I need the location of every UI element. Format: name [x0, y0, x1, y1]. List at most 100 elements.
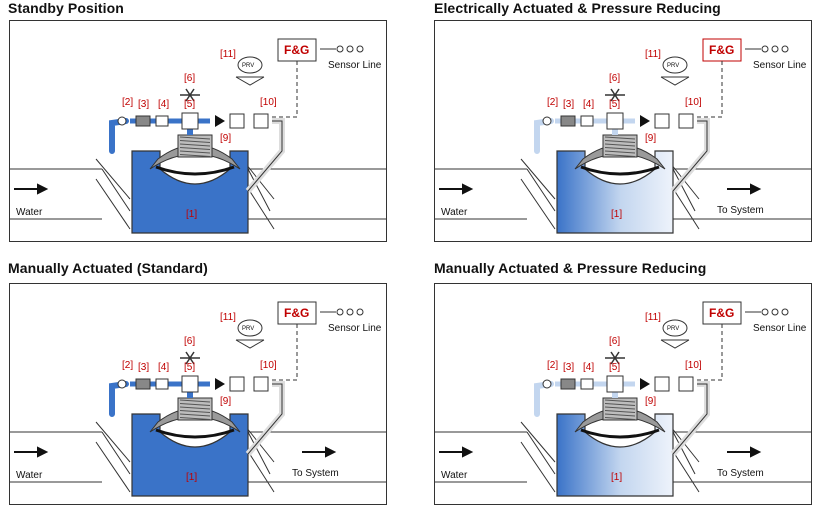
spring-coil: [604, 406, 636, 410]
to-system-label: To System: [292, 468, 339, 479]
panel-title-manual-pressure-reducing: Manually Actuated & Pressure Reducing: [434, 260, 707, 276]
spring-coil: [179, 147, 211, 150]
spring-coil: [604, 399, 636, 403]
callout-p4: [4]: [583, 99, 594, 110]
spring-coil: [604, 143, 636, 147]
prv-label: PRV: [667, 326, 679, 332]
solenoid-10: [253, 113, 269, 129]
callout-p2: [2]: [547, 360, 558, 371]
inlet-control-pipe: [109, 381, 129, 417]
callout-p2: [2]: [122, 360, 133, 371]
spring-coil: [604, 136, 636, 140]
diaphragm: [580, 428, 660, 439]
inlet-control-pipe: [109, 118, 129, 154]
inlet-flange: [520, 158, 556, 230]
panel-title-standby: Standby Position: [8, 0, 124, 16]
isolation-valve-2: [542, 116, 552, 126]
fg-link-dashed: [697, 61, 723, 118]
callout-p1: [1]: [611, 472, 622, 483]
prv-body: [660, 339, 690, 349]
spring-coil: [179, 150, 211, 154]
diaphragm: [155, 428, 235, 439]
callout-p6: [6]: [184, 73, 195, 84]
tee-5: [606, 112, 624, 130]
callout-p9: [9]: [645, 396, 656, 407]
to-system-label: To System: [717, 468, 764, 479]
inlet-pipe: [10, 168, 102, 220]
check-valve-9: [229, 376, 245, 392]
outlet-pipe: [673, 168, 811, 220]
actuator-9: [640, 115, 650, 127]
outlet-return-pipe: [670, 381, 710, 456]
to-system-label: To System: [717, 205, 764, 216]
spring-coil: [604, 150, 636, 154]
callout-p9: [9]: [220, 396, 231, 407]
manual-valve-6: [180, 351, 200, 365]
prv-label: PRV: [242, 326, 254, 332]
spring-coil: [179, 143, 211, 147]
sensor-node: [781, 308, 789, 316]
sensor-line-label: Sensor Line: [328, 323, 382, 334]
spring-coil: [604, 140, 636, 143]
callout-p10: [10]: [685, 97, 702, 108]
sensor-node: [356, 308, 364, 316]
inlet-pipe: [10, 431, 102, 483]
outlet-return-pipe: [245, 381, 285, 456]
callout-p1: [1]: [186, 472, 197, 483]
spring-coil: [604, 403, 636, 406]
callout-p6: [6]: [184, 336, 195, 347]
strainer-3: [135, 378, 151, 390]
orifice-4: [155, 378, 169, 390]
sensor-node: [781, 45, 789, 53]
callout-p5: [5]: [609, 99, 620, 110]
solenoid-10: [253, 376, 269, 392]
actuator-9: [215, 378, 225, 390]
prv-label: PRV: [667, 63, 679, 69]
spring-coil: [604, 410, 636, 413]
prv-11: [237, 56, 263, 74]
panel-title-manual-standard: Manually Actuated (Standard): [8, 260, 208, 276]
fg-link-dashed: [272, 61, 298, 118]
check-valve-9: [654, 113, 670, 129]
sensor-node: [761, 45, 769, 53]
outlet-return-outline: [672, 120, 708, 192]
spring-coil: [179, 417, 211, 420]
prv-label: PRV: [242, 63, 254, 69]
callout-p11: [11]: [220, 312, 236, 323]
actuator-9: [215, 115, 225, 127]
spring-coil: [179, 410, 211, 413]
outlet-return-outline: [247, 383, 283, 455]
callout-p11: [11]: [645, 49, 661, 60]
actuator-9: [640, 378, 650, 390]
fg-label: F&G: [709, 43, 734, 57]
diaphragm: [580, 165, 660, 176]
isolation-valve-2: [542, 379, 552, 389]
sensor-line-label: Sensor Line: [753, 323, 807, 334]
callout-p2: [2]: [547, 97, 558, 108]
isolation-valve-2: [117, 379, 127, 389]
sensor-node: [771, 308, 779, 316]
solenoid-10: [678, 376, 694, 392]
callout-p5: [5]: [184, 99, 195, 110]
inlet-flow-arrow: [14, 183, 49, 195]
outlet-pipe: [673, 431, 811, 483]
tee-5: [606, 375, 624, 393]
inlet-control-pipe: [534, 118, 554, 154]
sensor-node: [761, 308, 769, 316]
water-label: Water: [16, 470, 43, 481]
callout-p9: [9]: [220, 133, 231, 144]
sensor-line-label: Sensor Line: [753, 60, 807, 71]
spring-coil: [179, 403, 211, 406]
callout-p11: [11]: [645, 312, 661, 323]
panel-title-electrically-actuated: Electrically Actuated & Pressure Reducin…: [434, 0, 721, 16]
tee-5: [181, 375, 199, 393]
inlet-pipe: [435, 168, 527, 220]
sensor-node: [346, 308, 354, 316]
prv-11: [662, 56, 688, 74]
water-label: Water: [441, 207, 468, 218]
manual-valve-6: [180, 88, 200, 102]
